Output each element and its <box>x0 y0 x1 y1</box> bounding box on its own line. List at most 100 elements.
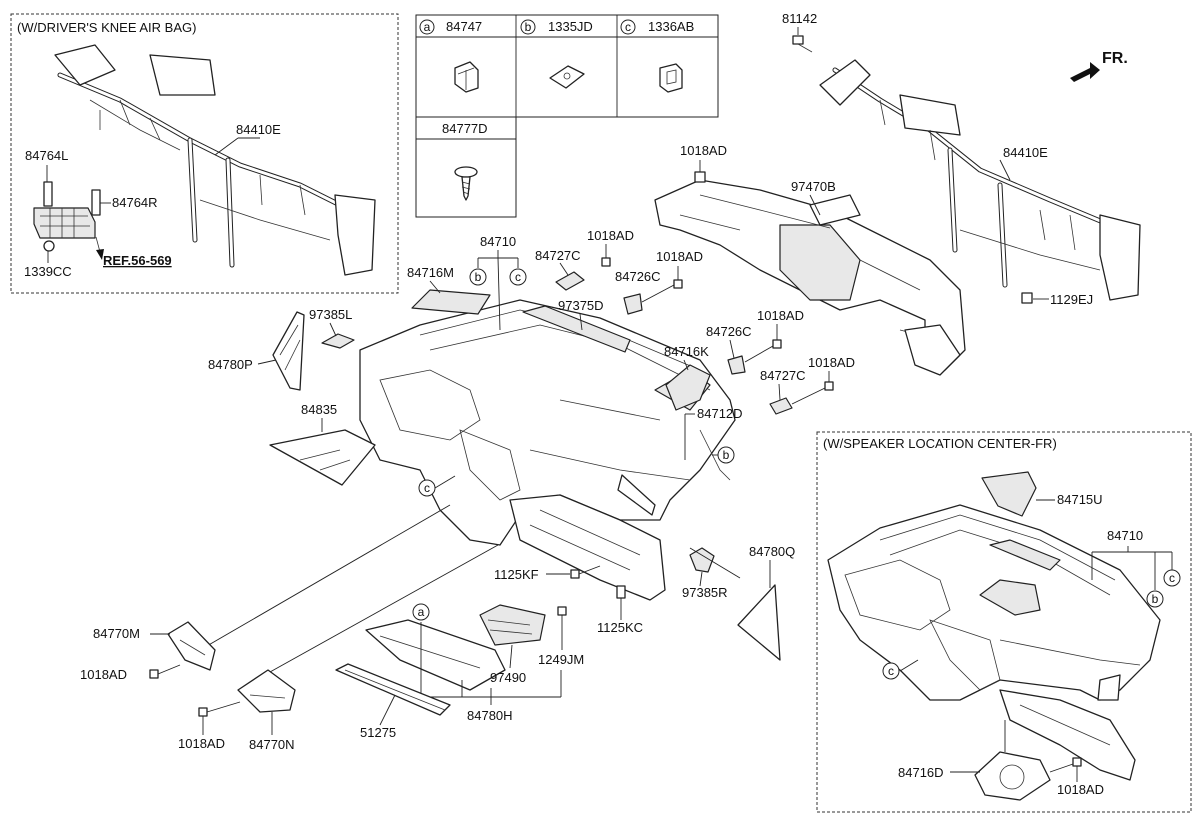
label-84770m: 84770M <box>93 626 140 641</box>
module-97490-drawing <box>479 604 546 646</box>
label-84835: 84835 <box>301 402 337 417</box>
label-1129ej: 1129EJ <box>1050 292 1093 307</box>
speaker-inset-title: (W/SPEAKER LOCATION CENTER-FR) <box>823 436 1057 451</box>
ref-arrow-icon <box>96 249 104 260</box>
callout-b-main-top-text: b <box>475 270 482 284</box>
label-1249jm: 1249JM <box>538 652 584 667</box>
knee-airbag-inset-title: (W/DRIVER'S KNEE AIR BAG) <box>17 20 196 35</box>
front-label: FR. <box>1102 50 1128 67</box>
cover-84780p-drawing <box>272 311 305 391</box>
crossmember-84410e-right-drawing <box>792 35 1141 304</box>
legend-cell-c: c 1336AB <box>620 19 694 93</box>
legend-d-part: 84777D <box>442 121 488 136</box>
air-duct-97470b-drawing <box>654 171 966 376</box>
front-arrow-icon <box>1070 62 1100 82</box>
legend-cell-d: 84777D <box>442 121 488 201</box>
callout-c-main-top-text: c <box>515 270 521 284</box>
label-84710-main: 84710 <box>480 234 516 249</box>
grille-97385l-drawing <box>321 333 355 349</box>
callout-b-main-top <box>469 268 487 286</box>
knee-airbag-inset-border <box>10 13 399 294</box>
label-97385l: 97385L <box>309 307 352 322</box>
speaker-grille-84715u-drawing <box>981 471 1037 517</box>
label-84715u: 84715U <box>1057 492 1103 507</box>
callout-a-glovebox <box>412 603 430 621</box>
label-84727c-a: 84727C <box>535 248 581 263</box>
label-84780p: 84780P <box>208 357 253 372</box>
callout-c-inset-top <box>1163 569 1181 587</box>
bracket-84716d-drawing <box>974 751 1051 801</box>
bolt-1125kf-drawing <box>570 569 580 579</box>
label-51275: 51275 <box>360 725 396 740</box>
callout-b-main-right-text: b <box>723 448 730 462</box>
legend-b-key: b <box>525 20 532 34</box>
label-84726c-a: 84726C <box>615 269 661 284</box>
label-84716d: 84716D <box>898 765 944 780</box>
label-84710-inset: 84710 <box>1107 528 1143 543</box>
label-84727c-b: 84727C <box>760 368 806 383</box>
callout-c-main-left <box>418 479 436 497</box>
label-1018ad-g: 1018AD <box>178 736 225 751</box>
legend-cell-b: b 1335JD <box>520 19 593 89</box>
speaker-center-inset: (W/SPEAKER LOCATION CENTER-FR) 84715U 84… <box>816 431 1192 813</box>
trim-84727c-b-drawing <box>769 397 793 415</box>
knee-airbag-module-drawing <box>33 181 101 252</box>
cover-84780q-drawing <box>737 584 781 661</box>
bracket-84770m-drawing <box>167 621 216 671</box>
legend-c-key: c <box>625 20 631 34</box>
callout-c-main-top <box>509 268 527 286</box>
label-1018ad-h: 1018AD <box>1057 782 1104 797</box>
speaker-inset-border <box>816 431 1192 813</box>
glovebox-cover-84780h-drawing <box>365 619 506 691</box>
bolt-1249jm-drawing <box>557 606 567 616</box>
legend-b-part: 1335JD <box>548 19 593 34</box>
legend-c-part: 1336AB <box>648 19 694 34</box>
label-1018ad-b: 1018AD <box>587 228 634 243</box>
bolt-1129ej-drawing <box>1021 292 1033 304</box>
callout-b-main-right <box>717 446 735 464</box>
label-1125kc: 1125KC <box>597 620 643 635</box>
legend-a-part: 84747 <box>446 19 482 34</box>
label-97490: 97490 <box>490 670 526 685</box>
callout-b-inset-text: b <box>1152 592 1159 606</box>
label-84716m: 84716M <box>407 265 454 280</box>
front-direction-indicator: FR. <box>1070 50 1128 82</box>
callout-c-main-left-text: c <box>424 481 430 495</box>
bolt-81142-drawing <box>792 35 804 45</box>
callout-a-glovebox-text: a <box>418 605 425 619</box>
inset-dashboard-84710-drawing <box>827 504 1161 781</box>
label-1018ad-e: 1018AD <box>808 355 855 370</box>
label-84764r: 84764R <box>112 195 158 210</box>
bolt-1018ad-b-drawing <box>601 257 611 267</box>
bracket-84770n-drawing <box>237 669 296 713</box>
ref-56-569[interactable]: REF.56-569 <box>103 253 172 268</box>
label-81142: 81142 <box>782 11 817 26</box>
screw-84777d-icon <box>454 166 478 178</box>
panel-84716m-drawing <box>411 289 491 315</box>
bracket-84726c-b-drawing <box>727 355 746 375</box>
bracket-84726c-a-drawing <box>623 293 643 315</box>
legend-table: a 84747 b 1335JD c 1336AB 84777D <box>415 14 719 218</box>
label-84410e-left: 84410E <box>236 122 281 137</box>
label-84712d: 84712D <box>697 406 743 421</box>
callout-c-inset-top-text: c <box>1169 571 1175 585</box>
label-84780h: 84780H <box>467 708 513 723</box>
callout-c-inset-left <box>882 662 900 680</box>
clip-1336ab-icon <box>659 63 683 93</box>
label-97385r: 97385R <box>682 585 728 600</box>
label-84780q: 84780Q <box>749 544 795 559</box>
nut-1335jd-icon <box>549 65 585 89</box>
bolt-1125kc-drawing <box>616 585 626 599</box>
label-84716k: 84716K <box>664 344 709 359</box>
trim-84727c-a-drawing <box>555 271 585 291</box>
clip-84747-icon <box>454 61 479 93</box>
label-1018ad-c: 1018AD <box>656 249 703 264</box>
knee-airbag-inset: (W/DRIVER'S KNEE AIR BAG) 84410E 8476 <box>10 13 399 294</box>
legend-a-key: a <box>424 20 431 34</box>
callout-b-inset <box>1146 590 1164 608</box>
callout-c-inset-left-text: c <box>888 664 894 678</box>
label-84764l: 84764L <box>25 148 68 163</box>
label-1339cc: 1339CC <box>24 264 72 279</box>
label-84770n: 84770N <box>249 737 295 752</box>
